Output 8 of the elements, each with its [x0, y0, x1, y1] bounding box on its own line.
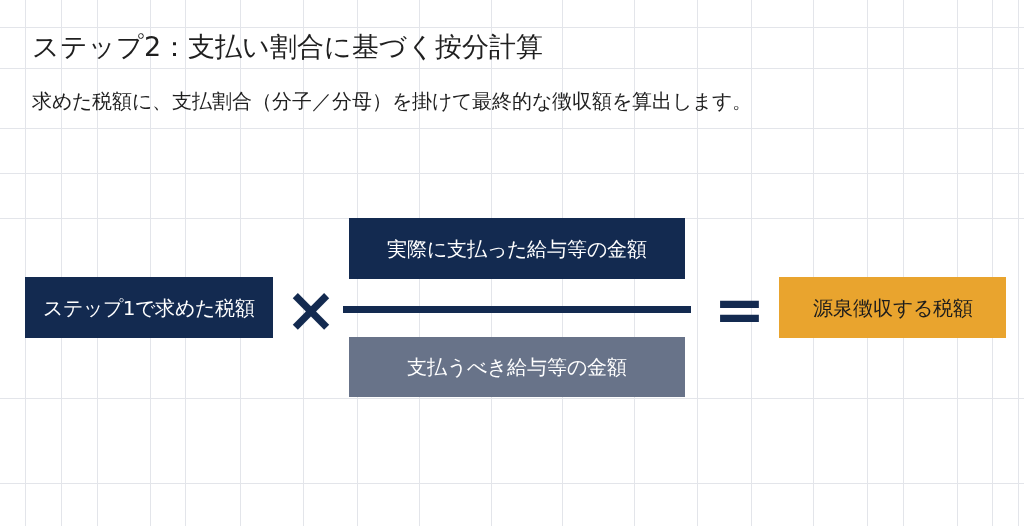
term-box: ステップ1で求めた税額 [25, 277, 273, 338]
result-box: 源泉徴収する税額 [779, 277, 1006, 338]
subtitle: 求めた税額に、支払割合（分子／分母）を掛けて最終的な徴収額を算出します。 [32, 88, 752, 115]
multiply-sign: × [291, 290, 331, 330]
denominator-box: 支払うべき給与等の金額 [349, 337, 685, 397]
title: ステップ2：支払い割合に基づく按分計算 [32, 30, 544, 64]
equals-sign: = [716, 290, 763, 330]
numerator-box: 実際に支払った給与等の金額 [349, 218, 685, 279]
